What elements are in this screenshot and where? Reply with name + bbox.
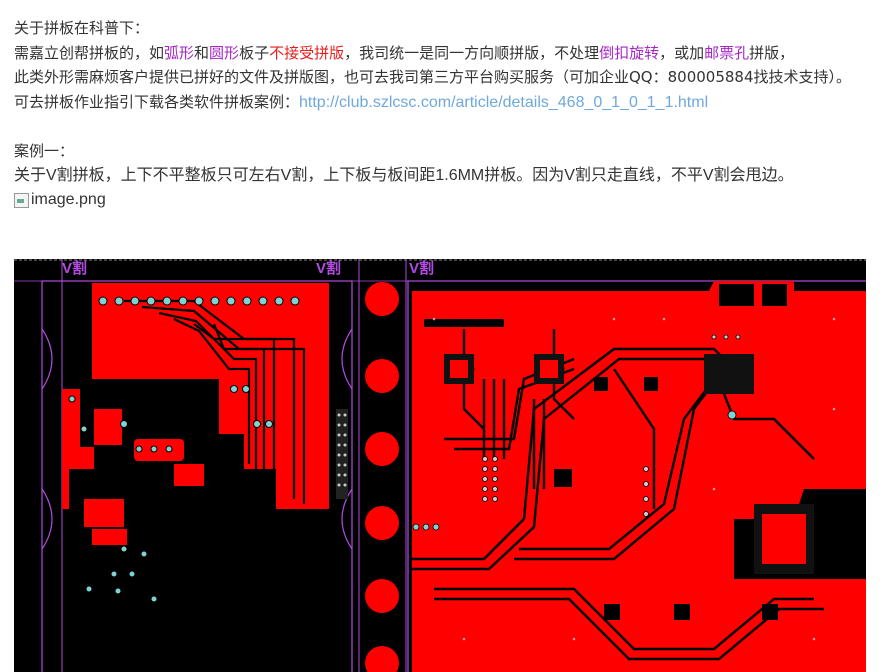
pcb-panel-image: V割 V割 V割 — [14, 259, 866, 672]
image-alt-label: image.png — [31, 190, 106, 208]
highlight-circle: 圆形 — [209, 43, 240, 62]
case-description: 关于V割拼板，上下不平整板只可左右V割，上下板与板间距1.6MM拼板。因为V割只… — [14, 166, 794, 184]
image-alt-text: image.png — [14, 190, 874, 210]
spacer — [14, 115, 874, 139]
v-cut-label-3: V割 — [409, 259, 434, 277]
highlight-arc: 弧形 — [164, 43, 195, 62]
right-board-copper — [412, 281, 866, 672]
text-segment: 和 — [194, 43, 210, 62]
v-cut-label-2: V割 — [316, 259, 341, 277]
v-cut-label-1: V割 — [62, 259, 87, 277]
highlight-stamp-hole: 邮票孔 — [704, 43, 750, 62]
intro-line-4: 可去拼板作业指引下载各类软件拼板案例：http://club.szlcsc.co… — [14, 90, 874, 116]
guide-link[interactable]: http://club.szlcsc.com/article/details_4… — [299, 93, 709, 111]
intro-line-3: 此类外形需麻烦客户提供已拼好的文件及拼版图，也可去我司第三方平台购买服务（可加企… — [14, 68, 852, 86]
intro-line-1: 关于拼板在科普下： — [14, 19, 150, 37]
text-segment: 板子 — [239, 43, 270, 62]
link-prefix: 可去拼板作业指引下载各类软件拼板案例： — [14, 92, 300, 111]
highlight-rotation: 倒扣旋转 — [599, 43, 660, 62]
breakaway-circles — [365, 282, 399, 672]
left-board-copper — [62, 283, 329, 545]
pcb-drawing: V割 V割 V割 — [14, 259, 866, 672]
text-segment: ，我司统一是同一方向顺拼版，不处理 — [344, 43, 600, 62]
text-segment: ，或加 — [659, 43, 705, 62]
broken-image-icon — [14, 192, 29, 208]
intro-line-2: 需嘉立创帮拼板的，如弧形和圆形板子不接受拼版，我司统一是同一方向顺拼版，不处理倒… — [14, 41, 874, 66]
highlight-not-accepted: 不接受拼版 — [269, 43, 345, 62]
text-segment: 需嘉立创帮拼板的，如 — [14, 43, 165, 62]
text-segment: 拼版， — [749, 43, 795, 62]
case-title: 案例一： — [14, 142, 75, 160]
left-pads — [68, 296, 300, 603]
article-body: 关于拼板在科普下： 需嘉立创帮拼板的，如弧形和圆形板子不接受拼版，我司统一是同一… — [14, 16, 874, 210]
